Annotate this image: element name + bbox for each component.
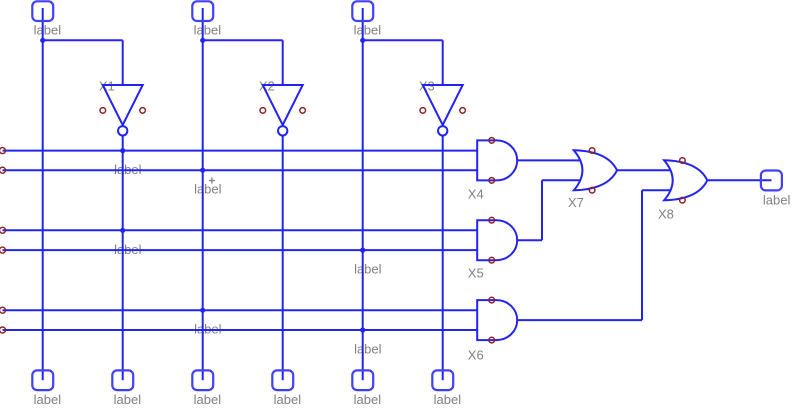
svg-text:label: label bbox=[194, 182, 222, 197]
svg-text:X2: X2 bbox=[259, 79, 275, 94]
svg-text:label: label bbox=[194, 392, 222, 407]
svg-text:label: label bbox=[114, 392, 142, 407]
svg-text:X5: X5 bbox=[468, 266, 484, 281]
svg-text:label: label bbox=[354, 23, 382, 38]
svg-text:label: label bbox=[34, 23, 62, 38]
svg-text:label: label bbox=[763, 193, 791, 208]
svg-text:label: label bbox=[194, 23, 222, 38]
svg-text:label: label bbox=[354, 392, 382, 407]
svg-text:label: label bbox=[34, 392, 62, 407]
svg-text:label: label bbox=[354, 262, 382, 277]
svg-text:X1: X1 bbox=[99, 79, 115, 94]
svg-text:X3: X3 bbox=[419, 79, 435, 94]
svg-text:X6: X6 bbox=[468, 348, 484, 363]
svg-text:label: label bbox=[354, 342, 382, 357]
svg-text:label: label bbox=[434, 392, 462, 407]
svg-text:X8: X8 bbox=[658, 207, 674, 222]
svg-text:label: label bbox=[274, 392, 302, 407]
svg-text:X7: X7 bbox=[568, 195, 584, 210]
svg-text:X4: X4 bbox=[468, 187, 484, 202]
